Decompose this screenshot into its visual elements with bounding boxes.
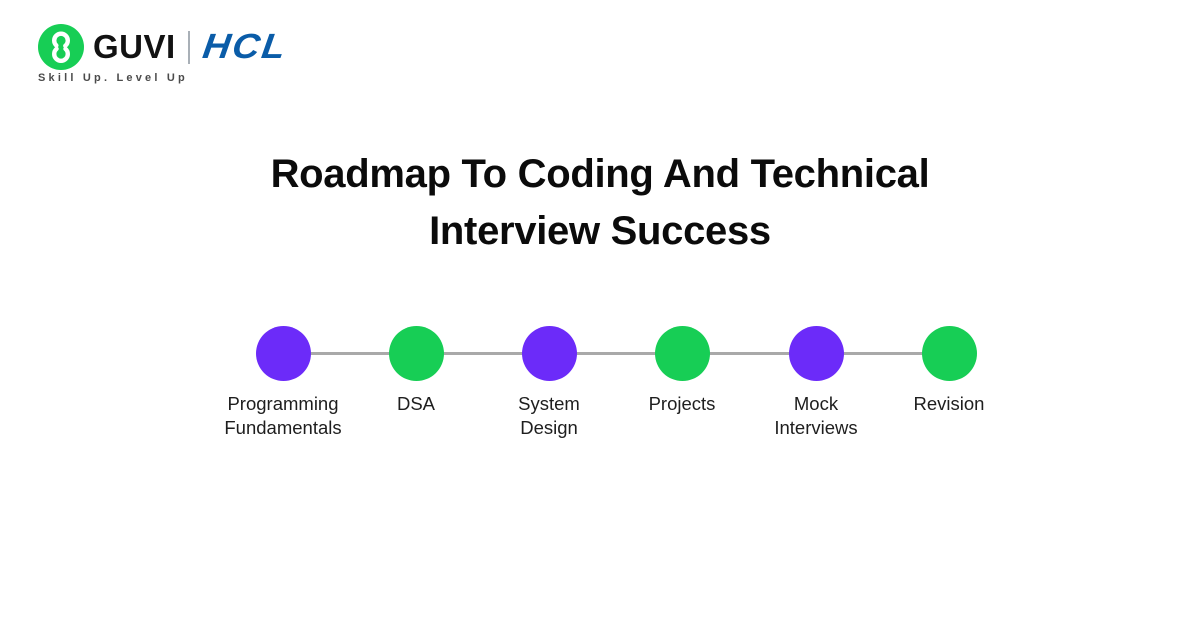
timeline-step-revision: Revision xyxy=(869,326,1029,416)
timeline-step-mock-interviews: Mock Interviews xyxy=(736,326,896,440)
timeline-step-label: Programming Fundamentals xyxy=(224,393,342,438)
timeline-dot xyxy=(921,326,977,381)
timeline-dot xyxy=(388,326,444,381)
guvi-g-icon xyxy=(38,24,84,70)
page-title: Roadmap To Coding And Technical Intervie… xyxy=(270,152,930,253)
timeline-step-label: Projects xyxy=(648,393,716,414)
timeline-step-programming-fundamentals: Programming Fundamentals xyxy=(203,326,363,440)
logo-divider xyxy=(187,30,190,64)
brand-lockup: GUVI HCL xyxy=(38,24,290,70)
timeline-dot xyxy=(788,326,844,381)
timeline-step-label: System Design xyxy=(518,393,580,438)
timeline-step-system-design: System Design xyxy=(469,326,629,440)
timeline-step-dsa: DSA xyxy=(336,326,496,416)
brand-tagline: Skill Up. Level Up xyxy=(38,72,188,84)
guvi-wordmark: GUVI xyxy=(93,28,176,65)
timeline-connector xyxy=(283,352,949,355)
timeline-dot xyxy=(654,326,710,381)
timeline-step-label: DSA xyxy=(396,393,436,414)
timeline-step-label: Mock Interviews xyxy=(774,393,858,438)
timeline-dot xyxy=(255,326,311,381)
timeline-step-projects: Projects xyxy=(602,326,762,416)
timeline-step-label: Revision xyxy=(913,393,985,414)
timeline-dot xyxy=(521,326,577,381)
